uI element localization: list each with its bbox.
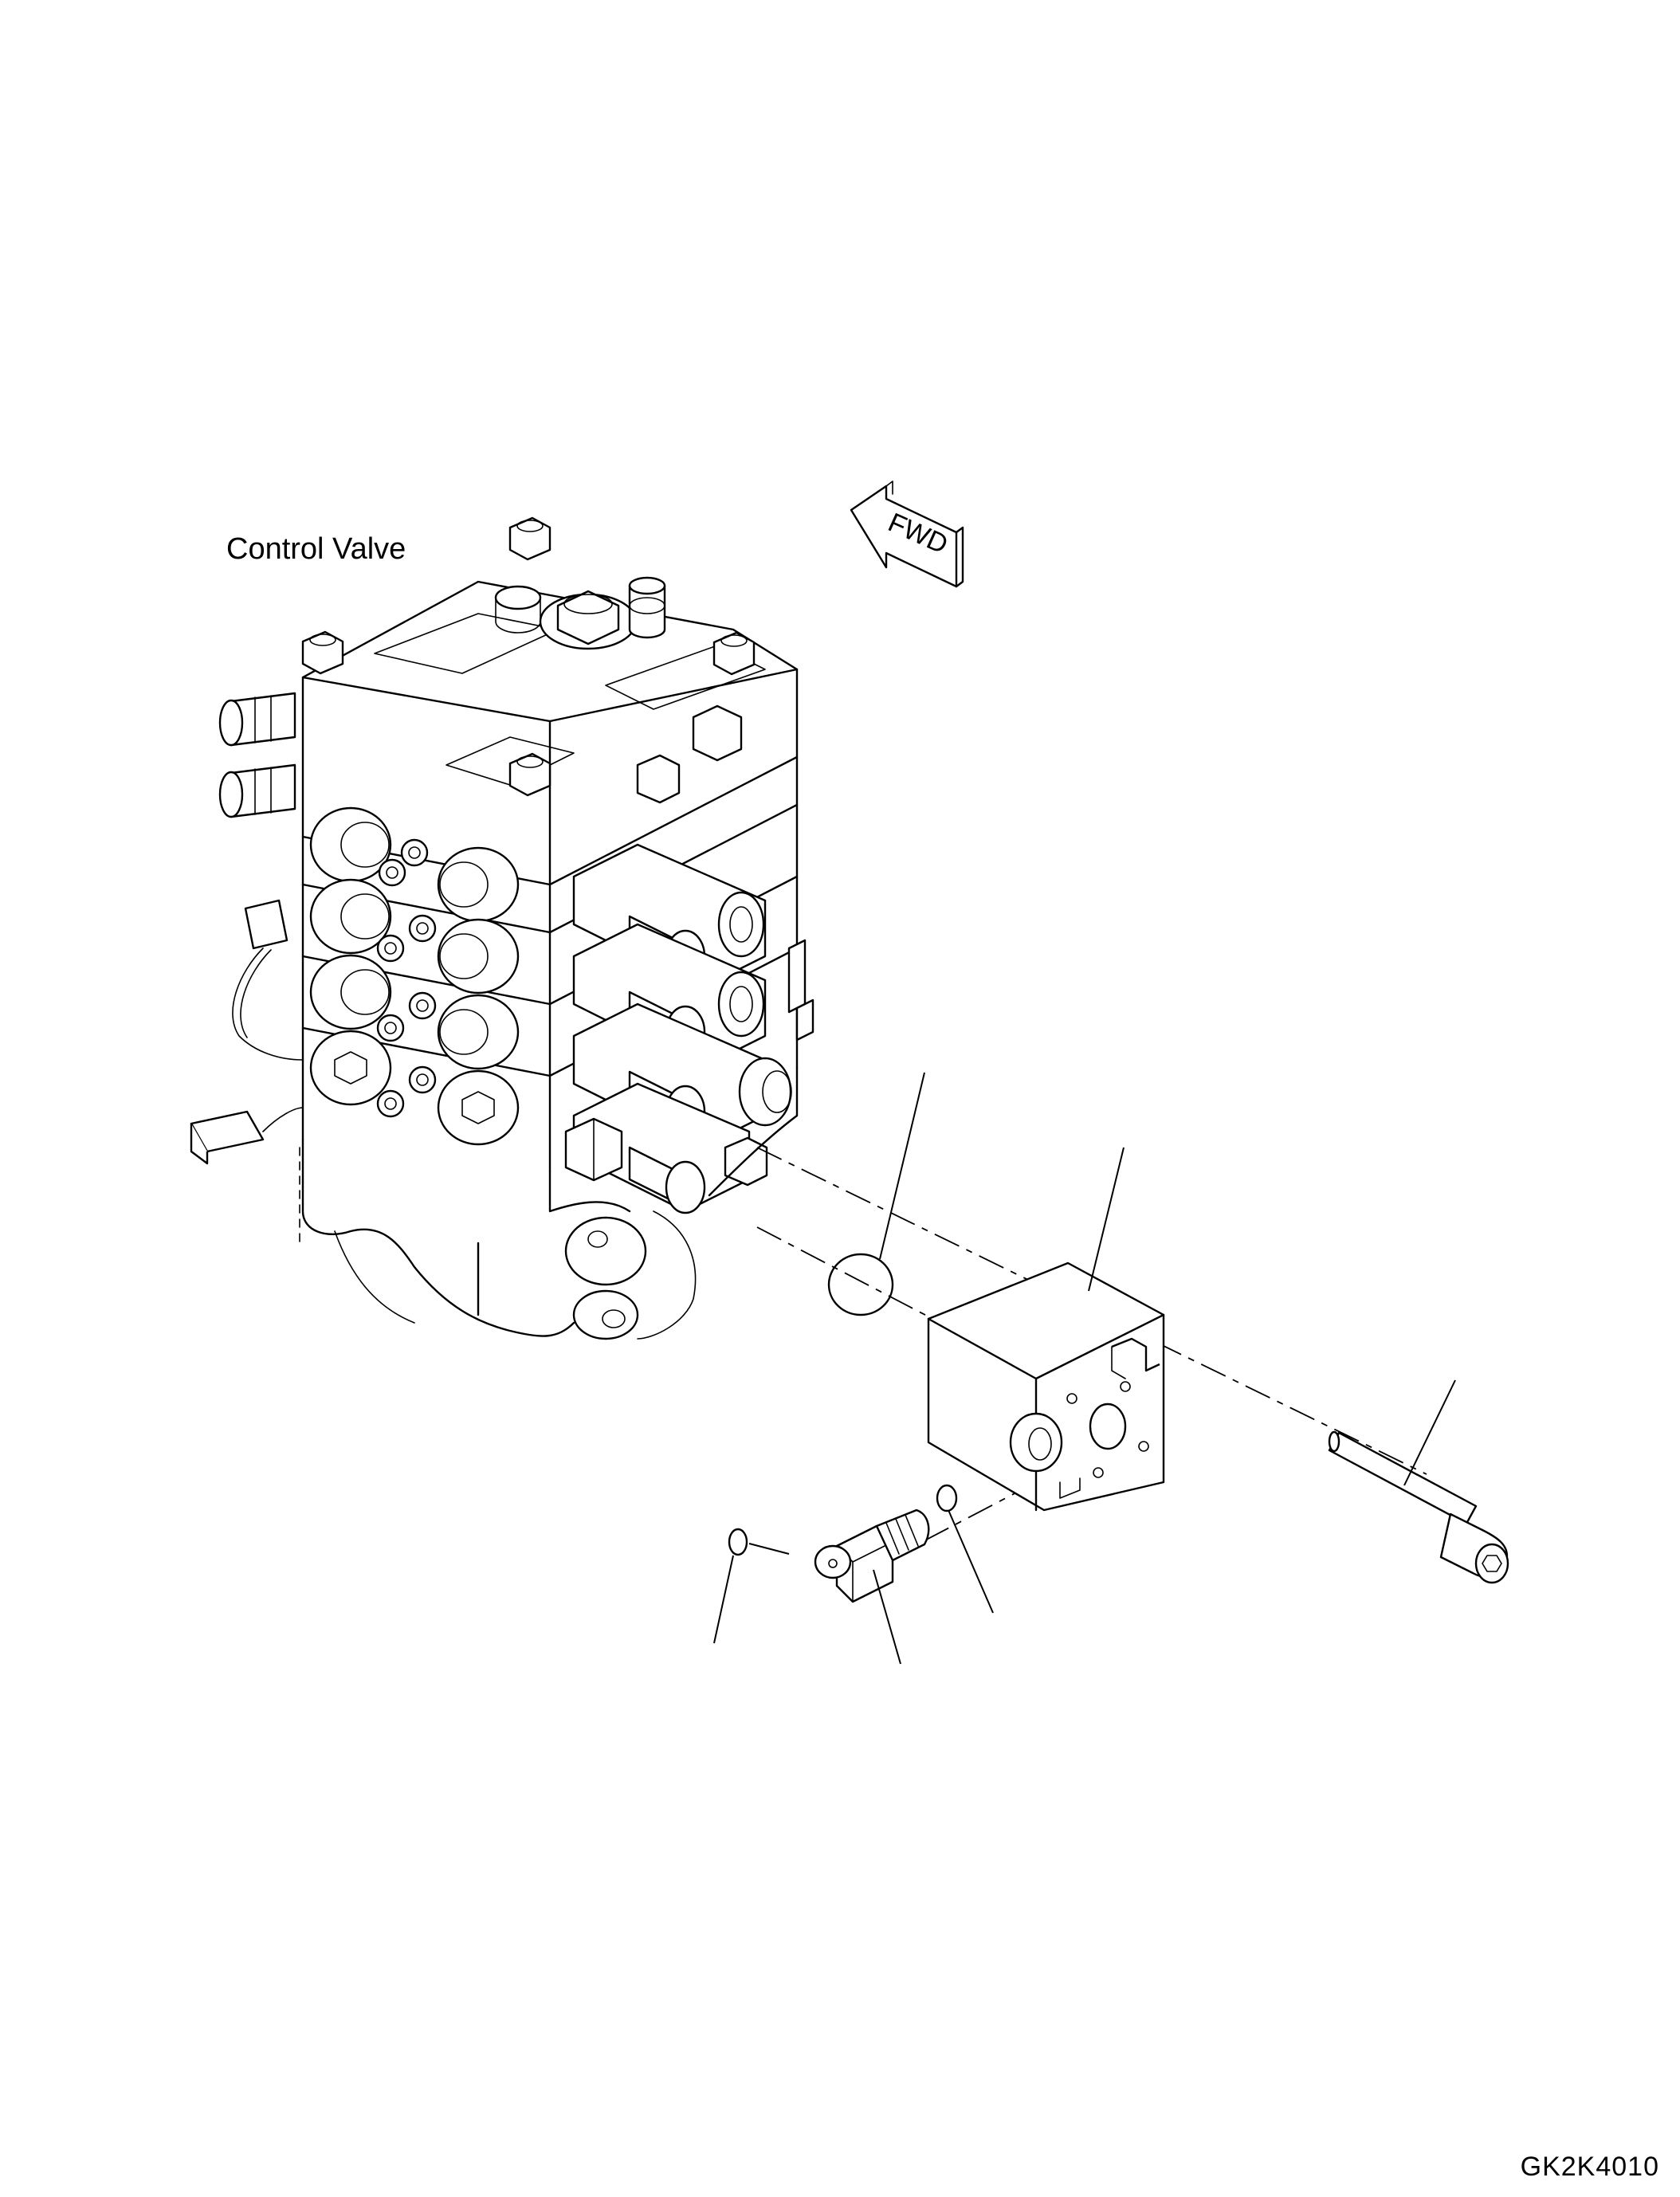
control-valve-body [190,516,814,1340]
bolt-icon [301,630,344,675]
valve-block [927,1261,1165,1512]
bolt-icon [508,516,551,561]
bolt-icon [712,631,756,676]
drawing-code-label: GK2K4010 [1520,2152,1659,2182]
long-bolt [1328,1430,1509,1584]
pressure-sensor [814,1508,930,1603]
fwd-arrow-icon: FWD [850,481,964,588]
leader-lines [713,1072,1456,1665]
o-ring-tiny [728,1528,748,1556]
control-valve-label: Control Valve [226,532,406,566]
o-ring-large [827,1253,894,1316]
bolt-icon [508,752,551,797]
spool-cap [572,1082,768,1214]
o-ring-small [936,1484,958,1512]
